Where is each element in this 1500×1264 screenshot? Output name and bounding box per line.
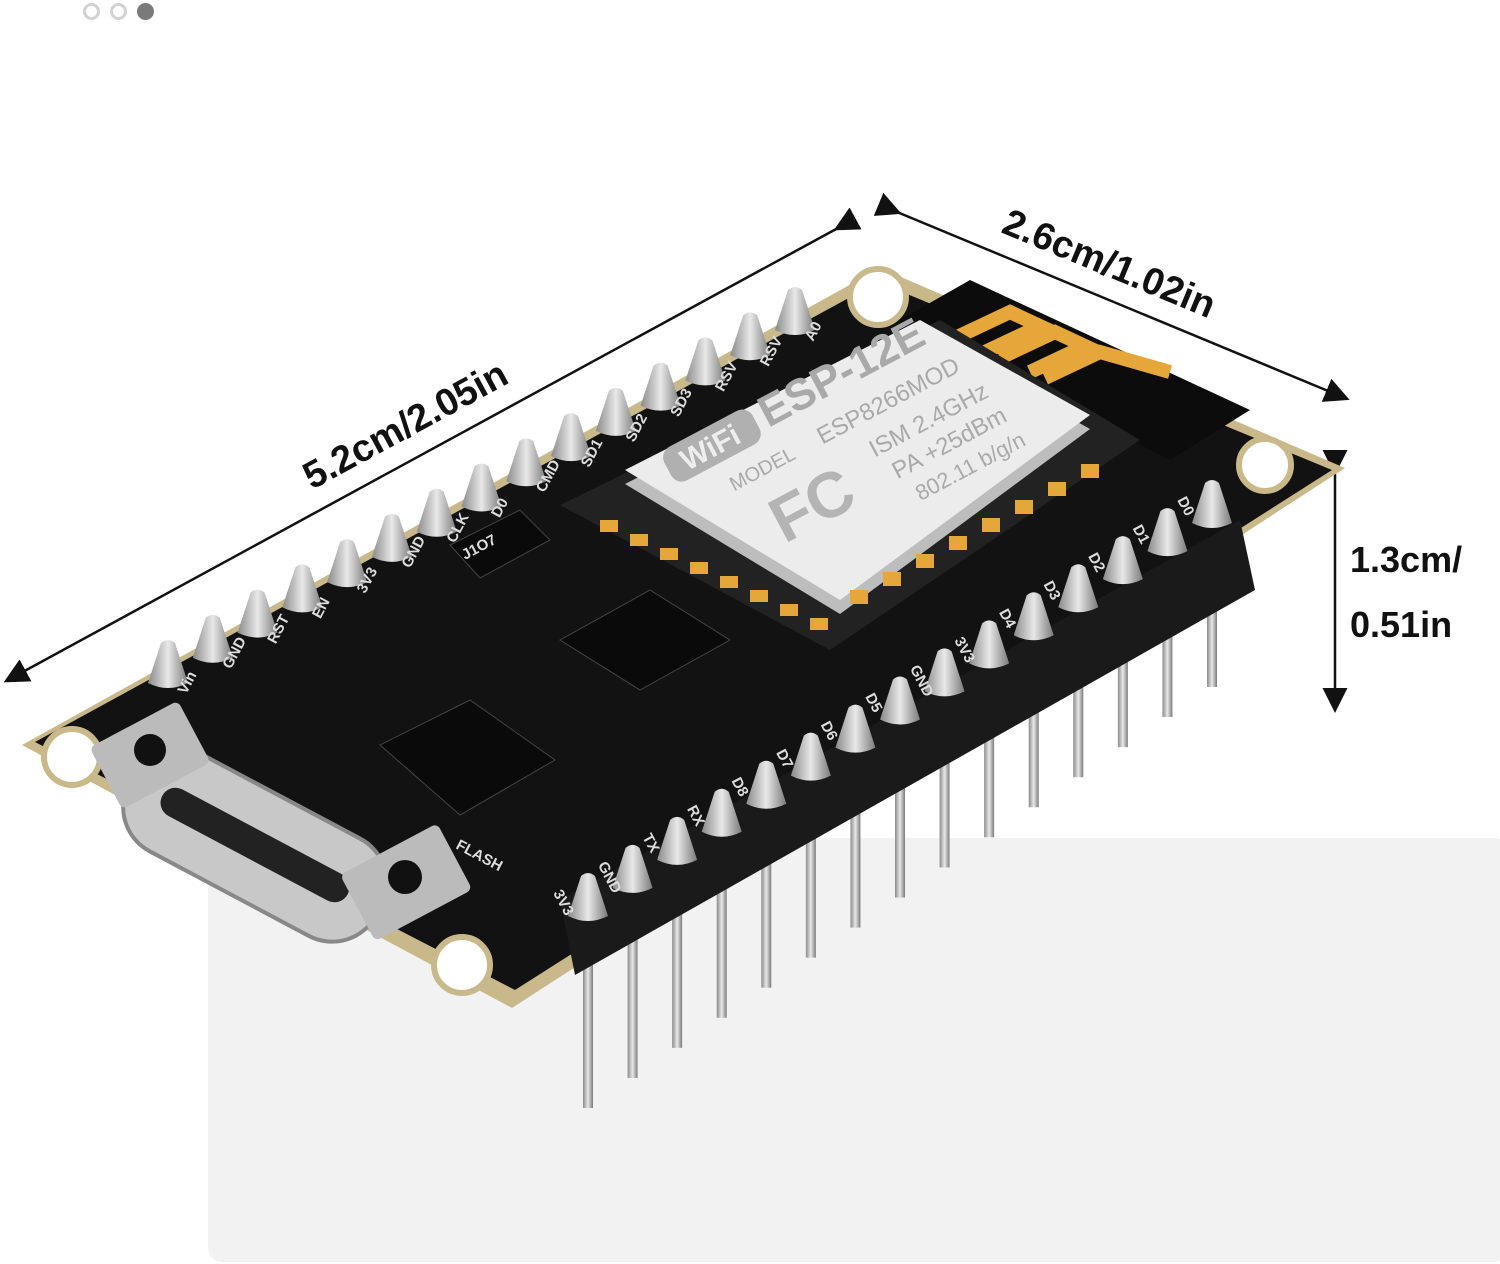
wifi-logo (663, 409, 761, 482)
pin-leg (1028, 637, 1039, 808)
module-shield (625, 320, 1090, 600)
gold-pad (982, 518, 1000, 532)
header-strip (560, 520, 1255, 975)
usb-serial-chip (379, 699, 556, 816)
gold-pad (720, 576, 738, 588)
header-pin (775, 287, 815, 335)
gold-pad (916, 554, 934, 568)
header-pin (657, 816, 698, 865)
header-pin (612, 844, 653, 893)
header-pin (701, 788, 742, 837)
pin-leg (895, 721, 905, 898)
gold-pad (630, 534, 648, 546)
carousel-dot[interactable] (83, 3, 100, 20)
carousel-dots (83, 3, 154, 20)
gold-pad (810, 618, 828, 630)
gold-pad (750, 590, 768, 602)
header-pin (640, 362, 681, 411)
gold-pad (883, 572, 901, 586)
mount-hole (431, 934, 493, 996)
header-pin (1013, 592, 1054, 641)
pin-leg (672, 861, 683, 1048)
regulator-small (449, 509, 551, 579)
length-dimension-line (3, 207, 862, 683)
gold-pad (600, 520, 618, 532)
header-pin (327, 539, 368, 588)
header-pin (685, 337, 726, 386)
gold-pad (780, 604, 798, 616)
gold-pad (949, 536, 967, 550)
header-pin (924, 648, 965, 697)
header-pin (1147, 508, 1188, 557)
pin-leg (984, 665, 995, 838)
mount-hole (847, 266, 909, 328)
pin-leg (627, 889, 638, 1078)
header-pin (148, 640, 188, 688)
mount-hole (1236, 436, 1294, 494)
header-pin (192, 614, 233, 663)
flash-button[interactable] (340, 823, 472, 941)
height-label-line1: 1.3cm/ (1350, 539, 1462, 580)
header-pin (835, 704, 876, 753)
header-pin (730, 312, 771, 361)
gold-pad (1081, 464, 1099, 478)
carousel-dot[interactable] (110, 3, 127, 20)
mount-hole (41, 726, 103, 788)
header-pin (595, 387, 636, 436)
header-pin (282, 564, 323, 613)
gold-pad (850, 590, 868, 604)
module-gold-pads (600, 464, 1099, 630)
header-pin (506, 438, 547, 487)
gold-pad (1015, 500, 1033, 514)
pin-leg (716, 833, 727, 1018)
header-pin (880, 676, 920, 725)
header-pin (1102, 536, 1143, 585)
header-pin (568, 873, 608, 921)
reset-button[interactable] (89, 701, 210, 810)
header-pin (969, 620, 1010, 669)
header-pin (1192, 480, 1232, 528)
gold-pad (1048, 482, 1066, 496)
width-dimension-line (873, 192, 1350, 402)
header-pin (416, 488, 457, 537)
gold-pad (660, 548, 678, 560)
height-label-line2: 0.51in (1350, 604, 1452, 645)
carousel-dot-active[interactable] (137, 3, 154, 20)
pin-leg (1073, 609, 1084, 778)
pin-leg (583, 918, 593, 1108)
voltage-regulator (559, 589, 731, 691)
header-pin (237, 589, 278, 638)
header-pin (1058, 564, 1099, 613)
header-pin (551, 413, 592, 462)
header-pin (746, 760, 787, 809)
pin-leg (850, 749, 861, 928)
pin-leg (805, 777, 816, 958)
pin-leg (939, 693, 950, 868)
header-pin (461, 463, 502, 512)
gold-pad (690, 562, 708, 574)
header-pin (371, 513, 412, 562)
header-pin (790, 732, 831, 781)
pin-leg (761, 805, 772, 988)
antenna-trace (952, 304, 1172, 385)
